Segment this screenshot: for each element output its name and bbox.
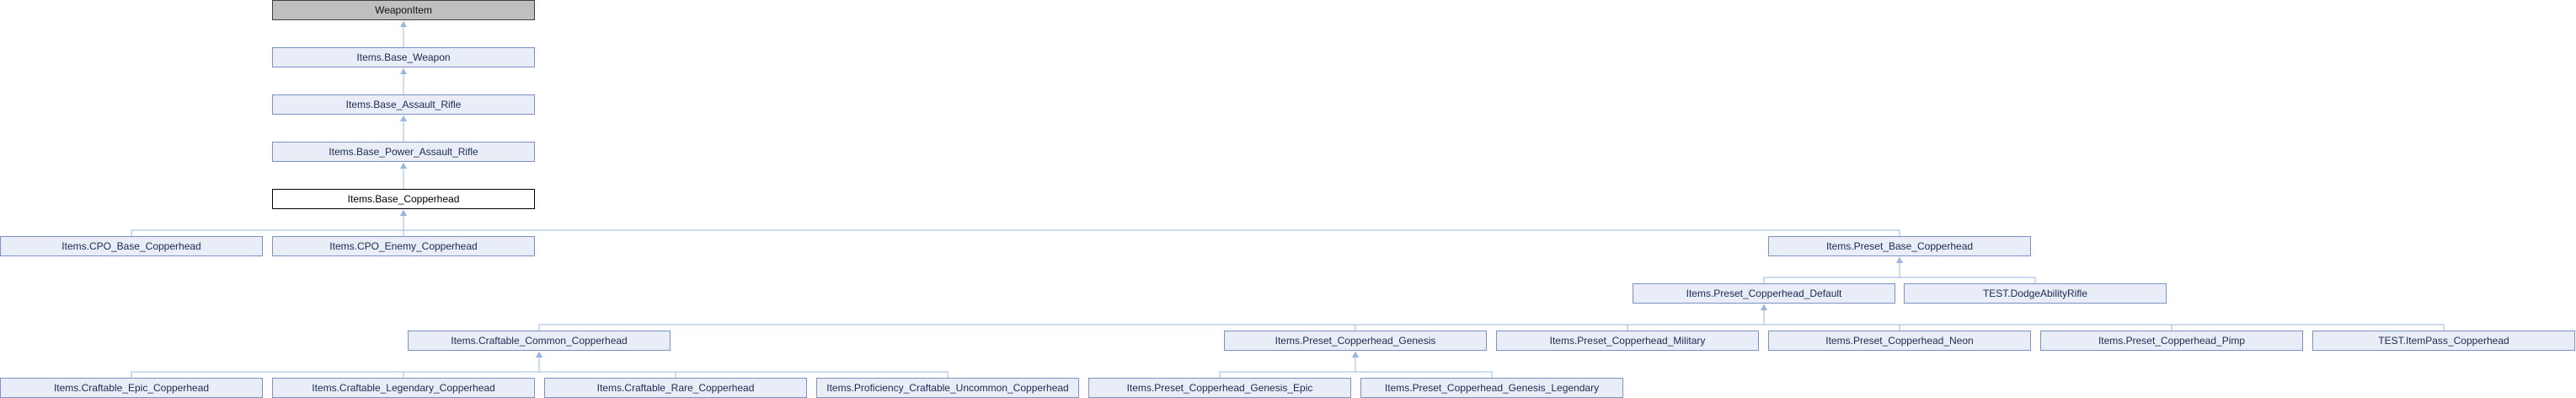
node-base-power-assault-rifle[interactable]: Items.Base_Power_Assault_Rifle bbox=[272, 142, 535, 162]
edge-arrowhead bbox=[536, 352, 542, 358]
edge-proficiency_craftable_uncommon_copperhead-to-craftable_common_copperhead bbox=[538, 352, 949, 378]
node-preset-copperhead-genesis-legendary[interactable]: Items.Preset_Copperhead_Genesis_Legendar… bbox=[1360, 378, 1623, 398]
node-test-dodgeabilityrifle[interactable]: TEST.DodgeAbilityRifle bbox=[1904, 283, 2167, 304]
edge-arrowhead bbox=[1896, 257, 1903, 263]
node-craftable-epic-copperhead[interactable]: Items.Craftable_Epic_Copperhead bbox=[0, 378, 263, 398]
edge-preset_copperhead_pimp-to-preset_copperhead_default bbox=[1763, 304, 2172, 331]
node-weaponitem[interactable]: WeaponItem bbox=[272, 0, 535, 20]
node-preset-copperhead-military[interactable]: Items.Preset_Copperhead_Military bbox=[1496, 331, 1759, 351]
node-preset-copperhead-default[interactable]: Items.Preset_Copperhead_Default bbox=[1633, 283, 1895, 304]
edge-preset_copperhead_default-to-preset_base_copperhead bbox=[1763, 257, 1900, 283]
edge-test_itempass_copperhead-to-preset_copperhead_default bbox=[1763, 304, 2445, 331]
edge-craftable_common_copperhead-to-preset_copperhead_default bbox=[538, 304, 1765, 331]
edge-preset_copperhead_neon-to-preset_copperhead_default bbox=[1763, 304, 1900, 331]
edge-test_dodgeabilityrifle-to-preset_base_copperhead bbox=[1899, 257, 2036, 283]
edge-cpo_base_copperhead-to-base_copperhead bbox=[131, 210, 404, 236]
node-cpo-base-copperhead[interactable]: Items.CPO_Base_Copperhead bbox=[0, 236, 263, 256]
node-base-copperhead[interactable]: Items.Base_Copperhead bbox=[272, 189, 535, 209]
edge-craftable_rare_copperhead-to-craftable_common_copperhead bbox=[538, 352, 676, 378]
edge-preset_copperhead_genesis-to-preset_copperhead_default bbox=[1355, 304, 1765, 331]
edge-craftable_epic_copperhead-to-craftable_common_copperhead bbox=[131, 352, 540, 378]
node-craftable-common-copperhead[interactable]: Items.Craftable_Common_Copperhead bbox=[408, 331, 671, 351]
edge-arrowhead bbox=[400, 116, 407, 121]
node-cpo-enemy-copperhead[interactable]: Items.CPO_Enemy_Copperhead bbox=[272, 236, 535, 256]
node-base-weapon[interactable]: Items.Base_Weapon bbox=[272, 47, 535, 67]
edge-preset_copperhead_genesis_epic-to-preset_copperhead_genesis bbox=[1219, 352, 1356, 378]
edge-arrowhead bbox=[400, 210, 407, 216]
node-preset-copperhead-genesis-epic[interactable]: Items.Preset_Copperhead_Genesis_Epic bbox=[1088, 378, 1351, 398]
node-preset-copperhead-neon[interactable]: Items.Preset_Copperhead_Neon bbox=[1768, 331, 2031, 351]
node-craftable-rare-copperhead[interactable]: Items.Craftable_Rare_Copperhead bbox=[544, 378, 807, 398]
edge-arrowhead bbox=[400, 163, 407, 169]
node-craftable-legendary-copperhead[interactable]: Items.Craftable_Legendary_Copperhead bbox=[272, 378, 535, 398]
node-preset-copperhead-pimp[interactable]: Items.Preset_Copperhead_Pimp bbox=[2040, 331, 2303, 351]
edge-arrowhead bbox=[1761, 304, 1767, 310]
edge-arrowhead bbox=[400, 68, 407, 74]
node-proficiency-craftable-uncommon-copperhead[interactable]: Items.Proficiency_Craftable_Uncommon_Cop… bbox=[816, 378, 1079, 398]
edge-preset_copperhead_military-to-preset_copperhead_default bbox=[1627, 304, 1765, 331]
node-test-itempass-copperhead[interactable]: TEST.ItemPass_Copperhead bbox=[2312, 331, 2575, 351]
edge-preset_copperhead_genesis_legendary-to-preset_copperhead_genesis bbox=[1355, 352, 1493, 378]
node-preset-copperhead-genesis[interactable]: Items.Preset_Copperhead_Genesis bbox=[1224, 331, 1487, 351]
edge-arrowhead bbox=[1352, 352, 1359, 358]
edge-preset_base_copperhead-to-base_copperhead bbox=[403, 210, 1900, 236]
edge-arrowhead bbox=[400, 21, 407, 27]
edge-craftable_legendary_copperhead-to-craftable_common_copperhead bbox=[403, 352, 540, 378]
node-base-assault-rifle[interactable]: Items.Base_Assault_Rifle bbox=[272, 94, 535, 115]
node-preset-base-copperhead[interactable]: Items.Preset_Base_Copperhead bbox=[1768, 236, 2031, 256]
